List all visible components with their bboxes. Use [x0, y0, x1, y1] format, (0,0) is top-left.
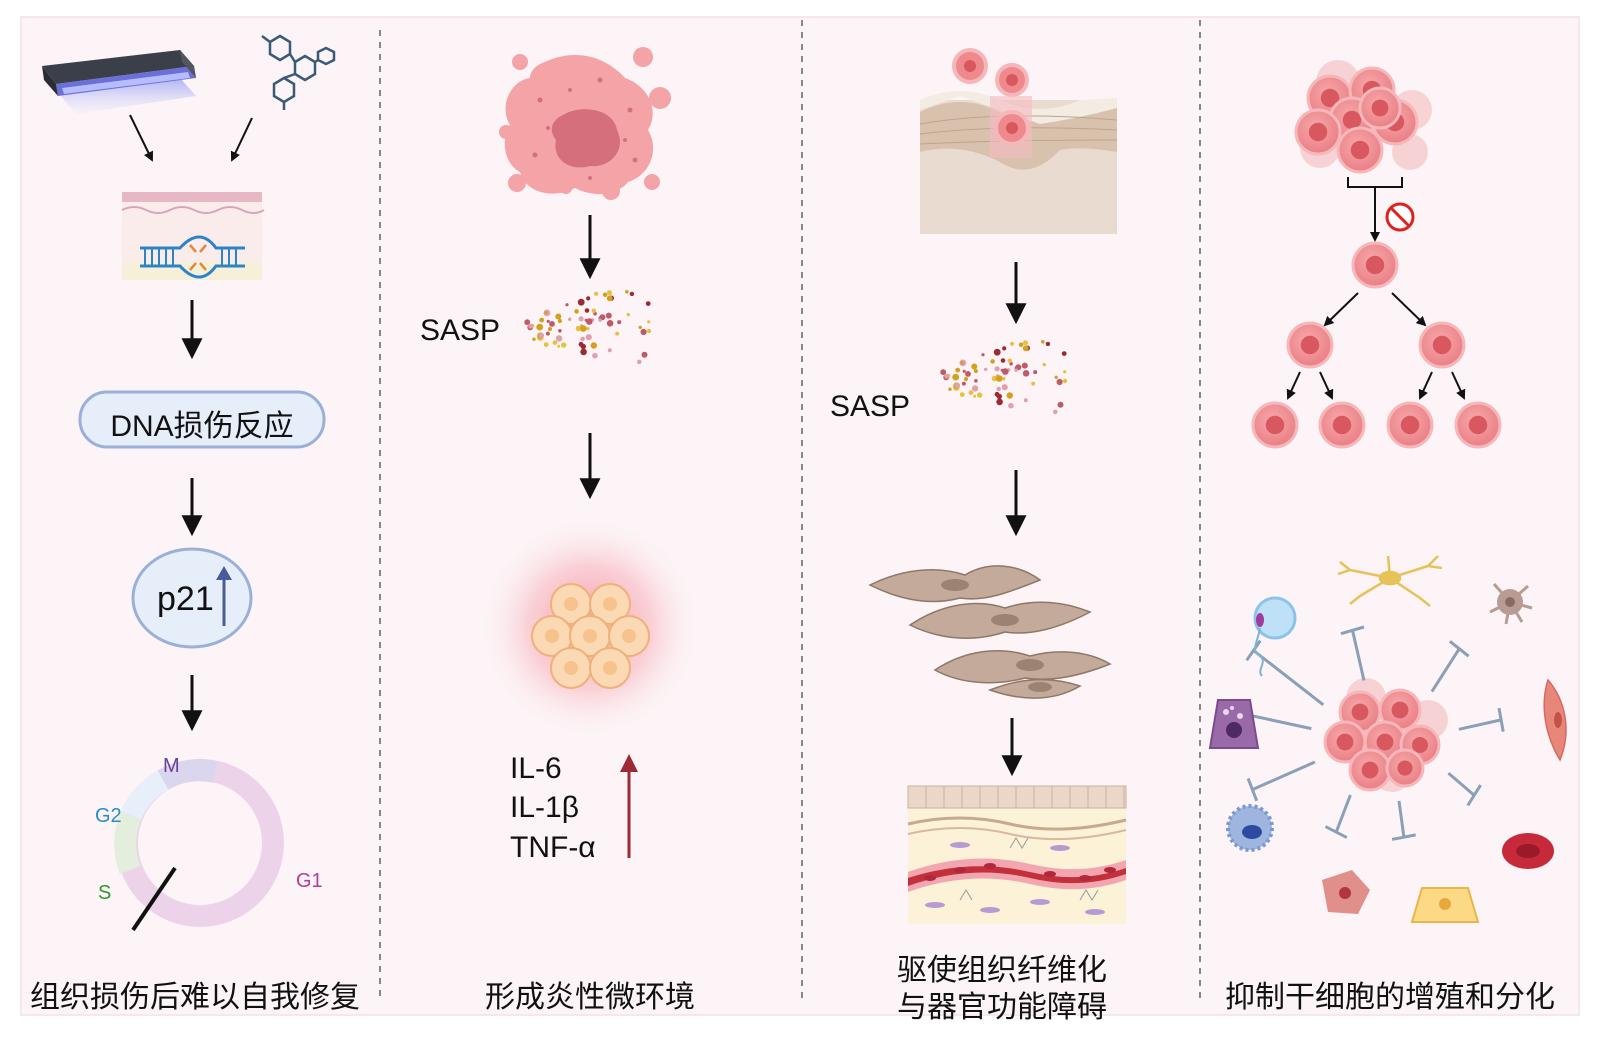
panel3-caption-line2: 与器官功能障碍: [897, 991, 1107, 1024]
dna-response-pill: [78, 390, 326, 449]
panel1-caption: 组织损伤后难以自我修复: [30, 981, 360, 1014]
panel-dividers: [379, 20, 1201, 1000]
cycle-arrest-bar: [131, 866, 177, 932]
inhibition-lines: [1235, 625, 1505, 841]
microglia-icon: [1489, 583, 1533, 625]
cell-cycle-ring: [114, 759, 284, 927]
dendritic-cell-icon: [1226, 804, 1274, 852]
goblet-cell-icon: [1208, 699, 1260, 749]
sasp-label-2: SASP: [830, 390, 911, 423]
sasp-label: SASP: [420, 314, 501, 347]
p21-up-arrow-head: [216, 566, 232, 580]
cytokine-il1b: IL-1β: [510, 791, 579, 824]
dna-damage-icon: [121, 192, 265, 280]
smooth-muscle-icon: [1543, 678, 1567, 762]
neuron-icon: [1337, 555, 1443, 607]
cytokine-il6: IL-6: [510, 752, 562, 785]
inflamed-cell-nuclei: [545, 597, 636, 675]
central-stem-cluster: [1323, 678, 1448, 792]
dna-response-label: DNA损伤反应: [110, 410, 294, 443]
phase-s-label: S: [98, 882, 112, 904]
no-sign-icon: [1385, 202, 1415, 232]
fibroblast-icon: [868, 565, 1112, 699]
cytokine-up-arrow-head: [620, 754, 638, 772]
stem-cell-lineage: [1251, 241, 1502, 449]
panel2-caption: 形成炎性微环境: [485, 981, 695, 1014]
p21-label: p21: [157, 580, 214, 618]
phase-g2-label: G2: [95, 805, 122, 827]
skin-tissue-icon: [919, 91, 1118, 234]
arrow-chem: [230, 117, 253, 162]
adipocyte-icon: [1410, 887, 1480, 923]
phase-m-label: M: [163, 755, 180, 777]
stem-cell-cluster-icon: [1294, 60, 1432, 174]
sperm-egg-icon: [1253, 596, 1297, 677]
cluster-bracket: [1347, 177, 1403, 188]
sasp-particles-icon: [524, 290, 652, 365]
red-blood-cell-icon: [1502, 833, 1554, 869]
fibrotic-tissue-icon: [907, 785, 1127, 924]
panel3-caption-line1: 驱使组织纤维化: [897, 954, 1107, 987]
chemical-molecule-icon: [261, 34, 336, 110]
phase-g1-label: G1: [296, 870, 323, 892]
panel4-caption: 抑制干细胞的增殖和分化: [1225, 981, 1555, 1014]
epithelial-cell-icon: [1322, 870, 1370, 914]
cytokine-tnfa: TNF-α: [510, 831, 596, 864]
uv-lamp-icon: [42, 50, 196, 114]
lineage-arrows: [1286, 292, 1466, 400]
arrow-uv: [129, 114, 153, 162]
sasp-particles-icon-2: [940, 340, 1068, 415]
senescent-cell-icon: [499, 47, 671, 200]
